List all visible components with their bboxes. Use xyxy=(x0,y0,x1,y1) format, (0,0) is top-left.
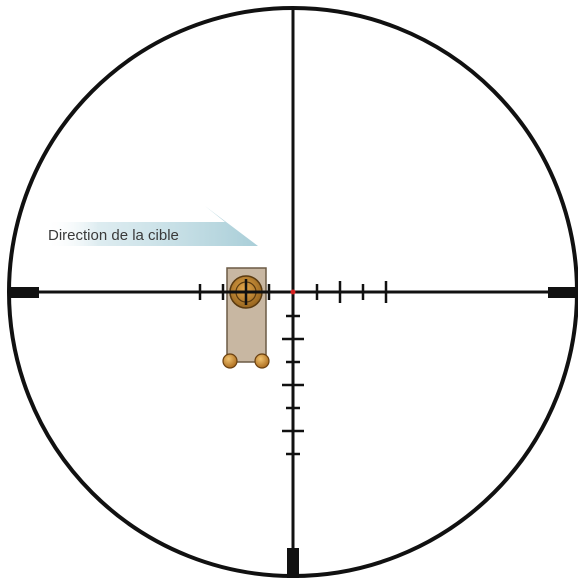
center-dot-icon xyxy=(291,290,296,295)
post-right xyxy=(548,287,578,298)
target-wheel-right xyxy=(255,354,269,368)
post-bottom xyxy=(287,548,299,578)
post-left xyxy=(9,287,39,298)
target-wheel-left xyxy=(223,354,237,368)
target-direction-annotation: Direction de la cible xyxy=(45,206,258,246)
direction-label: Direction de la cible xyxy=(48,227,179,244)
